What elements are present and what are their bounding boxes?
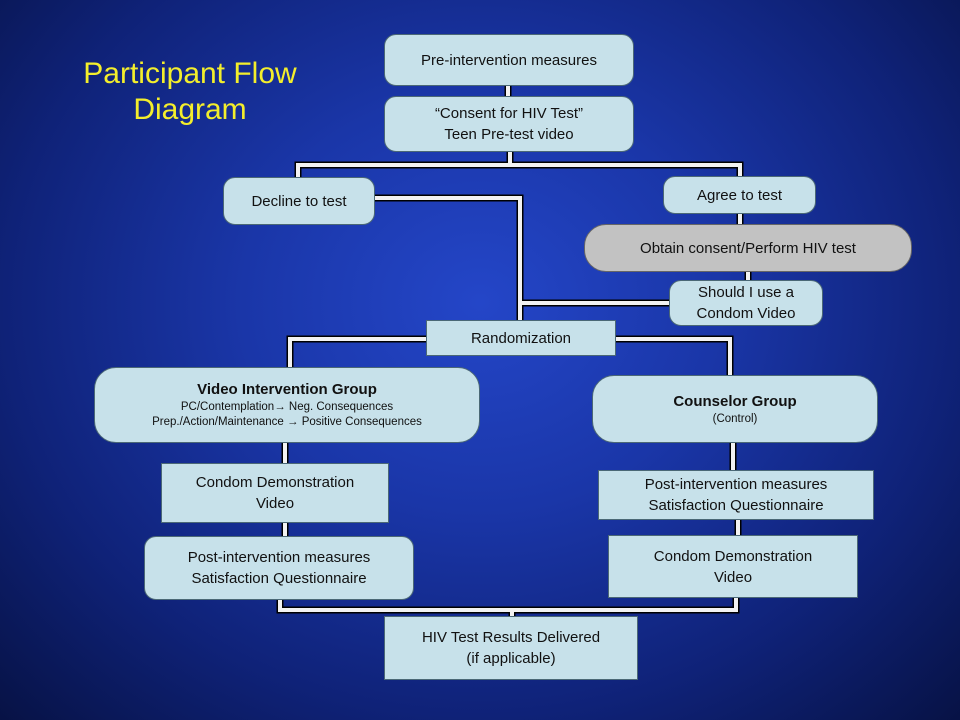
right-condom-demonstration-line-2: Video: [713, 568, 753, 586]
decline-to-test-box: Decline to test: [223, 177, 375, 225]
video-intervention-group-line-2: Prep./Action/Maintenance → Positive Cons…: [152, 416, 422, 428]
counselor-group-box: Counselor Group (Control): [592, 375, 878, 443]
right-post-intervention-line-2: Satisfaction Questionnaire: [648, 497, 824, 514]
condom-video-question-line-1: Should I use a: [698, 284, 794, 301]
counselor-group-heading: Counselor Group: [673, 392, 797, 410]
randomization-label: Randomization: [470, 329, 572, 347]
condom-video-question-line-2: Condom Video: [696, 305, 796, 322]
agree-to-test-box: Agree to test: [663, 176, 816, 214]
left-post-intervention-box: Post-intervention measures Satisfaction …: [144, 536, 414, 600]
decline-to-test-label: Decline to test: [251, 192, 347, 210]
right-condom-demonstration-line-1: Condom Demonstration: [653, 547, 813, 565]
right-post-intervention-line-1: Post-intervention measures: [644, 476, 828, 493]
connector-decline-to-randomization: [374, 194, 524, 320]
left-condom-demonstration-box: Condom Demonstration Video: [161, 463, 389, 523]
agree-to-test-label: Agree to test: [696, 186, 783, 204]
hiv-test-results-box: HIV Test Results Delivered (if applicabl…: [384, 616, 638, 680]
consent-line-2: Teen Pre-test video: [444, 126, 574, 143]
video-intervention-group-line-1: PC/Contemplation→ Neg. Consequences: [180, 401, 394, 413]
pre-intervention-measures-label: Pre-intervention measures: [421, 51, 597, 69]
obtain-consent-box: Obtain consent/Perform HIV test: [584, 224, 912, 272]
hiv-test-results-line-2: (if applicable): [466, 650, 556, 667]
video-intervention-group-box: Video Intervention Group PC/Contemplatio…: [94, 367, 480, 443]
pre-intervention-measures-box: Pre-intervention measures: [384, 34, 634, 86]
left-post-intervention-line-1: Post-intervention measures: [187, 549, 371, 566]
randomization-box: Randomization: [426, 320, 616, 356]
consent-box: “Consent for HIV Test” Teen Pre-test vid…: [384, 96, 634, 152]
obtain-consent-label: Obtain consent/Perform HIV test: [640, 239, 856, 257]
condom-video-question-box: Should I use a Condom Video: [669, 280, 823, 326]
hiv-test-results-line-1: HIV Test Results Delivered: [421, 629, 601, 646]
left-condom-demonstration-line-1: Condom Demonstration: [195, 474, 355, 491]
counselor-group-subtitle: (Control): [712, 412, 758, 425]
video-intervention-group-heading: Video Intervention Group: [197, 381, 377, 398]
consent-line-1: “Consent for HIV Test”: [434, 105, 584, 122]
right-post-intervention-box: Post-intervention measures Satisfaction …: [598, 470, 874, 520]
left-condom-demonstration-line-2: Video: [255, 495, 295, 512]
left-post-intervention-line-2: Satisfaction Questionnaire: [191, 570, 367, 587]
diagram-title: Participant Flow Diagram: [83, 57, 297, 126]
right-condom-demonstration-box: Condom Demonstration Video: [608, 535, 858, 598]
